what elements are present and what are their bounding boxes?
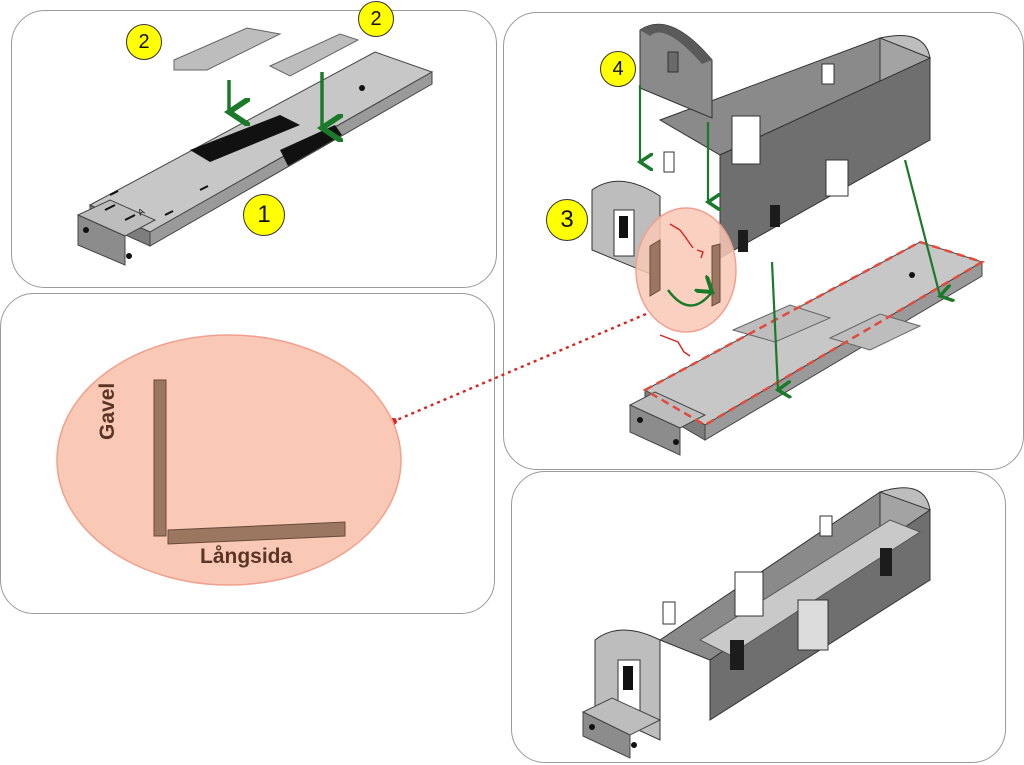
end-wall-loose <box>639 23 713 119</box>
zoom-detail-bubble <box>56 334 402 586</box>
arrows-step3-4 <box>640 85 940 390</box>
step-badge-2a: 2 <box>126 24 162 60</box>
label-gavel: Gavel <box>96 382 119 440</box>
floor-part-step3 <box>628 240 986 456</box>
step-badge-1: 1 <box>243 194 285 236</box>
step-badge-3: 3 <box>546 199 588 241</box>
joint-zoom-highlight <box>635 207 737 357</box>
finished-car <box>581 487 932 759</box>
step-badge-4: 4 <box>600 51 636 87</box>
svg-text:A: A <box>136 206 146 218</box>
step-badge-2b: 2 <box>358 1 394 37</box>
floor-part-step1: A <box>76 51 434 266</box>
label-langsida: Långsida <box>200 545 293 568</box>
arrows-step2 <box>229 72 322 128</box>
zoom-pointer-arrow <box>392 312 647 422</box>
cover-plates-step2 <box>173 27 360 77</box>
wall-body-step3 <box>658 35 932 259</box>
